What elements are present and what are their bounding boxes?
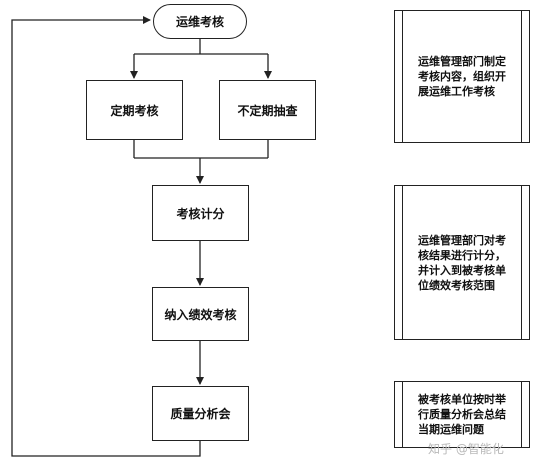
random-check-box: 不定期抽查 xyxy=(219,80,316,140)
start-node: 运维考核 xyxy=(153,4,247,39)
note-box-2: 运维管理部门对考 核结果进行计分， 并计入到被考核单 位绩效考核范围 xyxy=(394,185,530,340)
note-bar-left xyxy=(402,382,403,447)
note-bar-right xyxy=(521,11,522,142)
note-bar-left xyxy=(402,11,403,142)
note-text-1: 运维管理部门制定 考核内容，组织开 展运维工作考核 xyxy=(418,55,506,98)
scheduled-check-box: 定期考核 xyxy=(86,80,183,140)
scoring-box: 考核计分 xyxy=(152,185,249,241)
note-bar-left xyxy=(402,186,403,339)
watermark: 知乎 @智能化 xyxy=(428,442,504,456)
quality-meeting-box: 质量分析会 xyxy=(152,386,249,441)
note-box-1: 运维管理部门制定 考核内容，组织开 展运维工作考核 xyxy=(394,10,530,143)
note-box-3: 被考核单位按时举 行质量分析会总结 当期运维问题 xyxy=(394,381,530,448)
note-bar-right xyxy=(521,382,522,447)
note-text-2: 运维管理部门对考 核结果进行计分， 并计入到被考核单 位绩效考核范围 xyxy=(418,233,506,292)
feedback-loop-arrow xyxy=(11,16,201,457)
performance-box: 纳入绩效考核 xyxy=(152,287,249,341)
note-bar-right xyxy=(521,186,522,339)
note-text-3: 被考核单位按时举 行质量分析会总结 当期运维问题 xyxy=(418,393,506,436)
